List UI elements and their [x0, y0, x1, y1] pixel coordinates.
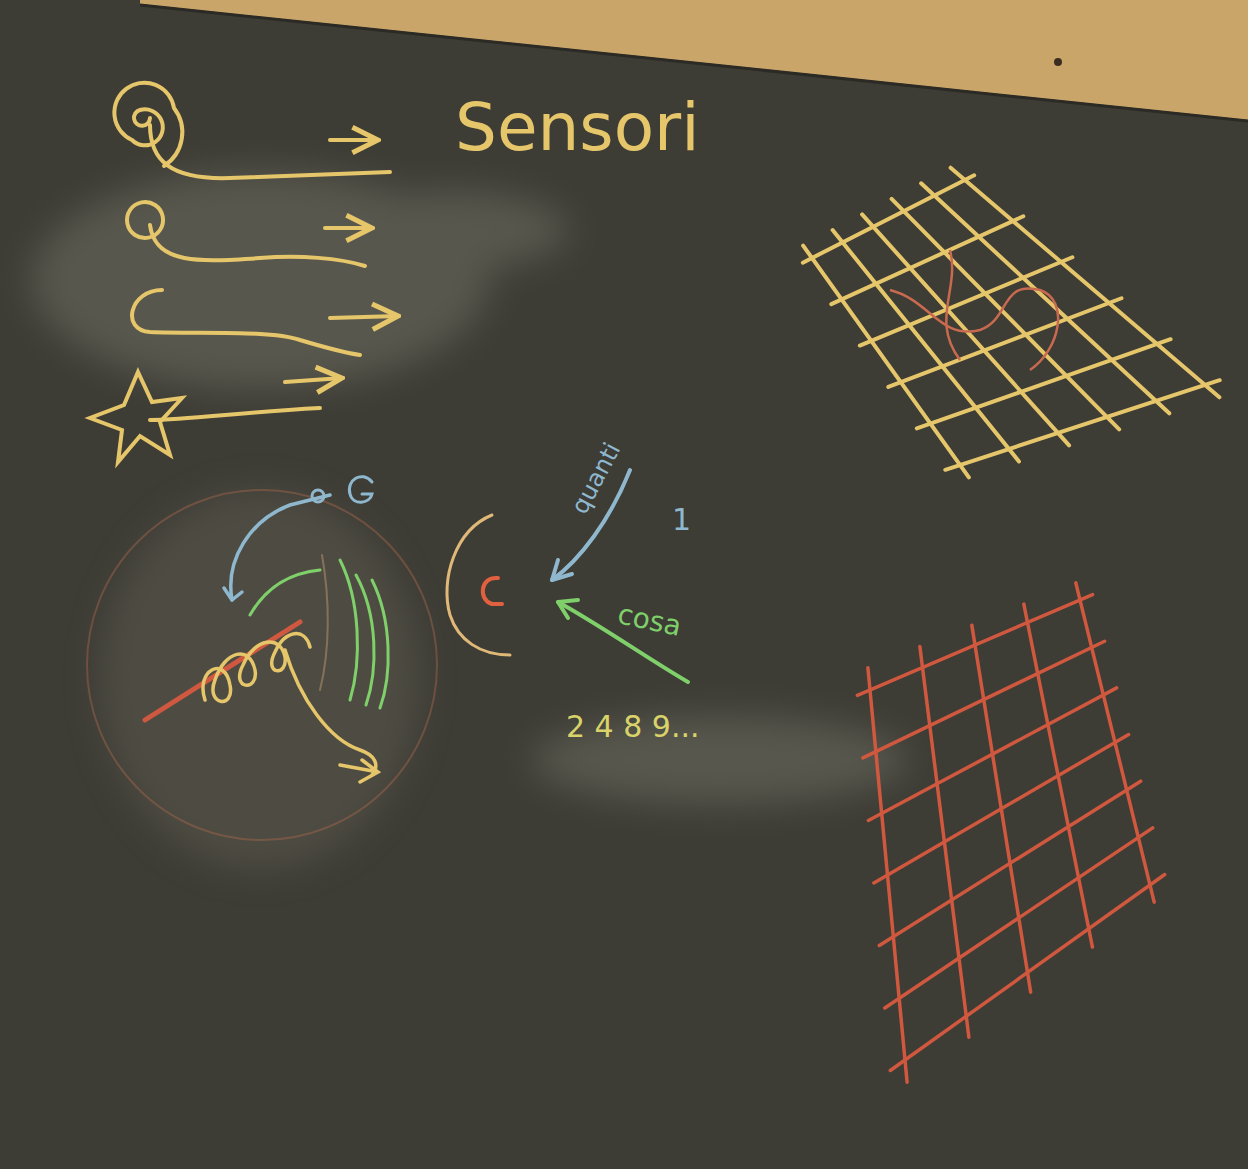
grid-line [885, 828, 1153, 1008]
sensor-symbols [90, 83, 398, 462]
grid-line [921, 183, 1169, 413]
grid-sketches [803, 168, 1220, 1082]
grid-line [857, 595, 1092, 696]
grid-line [863, 641, 1105, 758]
grid-line [874, 735, 1129, 883]
yellow-grid [803, 168, 1220, 478]
coil-figure [145, 477, 388, 782]
grid-line [888, 298, 1121, 387]
callout-number: 1 [672, 505, 691, 535]
heading: Sensori [455, 95, 700, 161]
grid-line [945, 380, 1219, 470]
grid-line [868, 688, 1116, 821]
sensor-target [447, 470, 688, 682]
faint-circle [87, 490, 437, 840]
eraser-smudge [30, 170, 910, 870]
grid-line [951, 168, 1220, 398]
grid-line [890, 875, 1164, 1071]
red-squiggle [890, 250, 1058, 370]
wood-knot [1054, 58, 1062, 66]
number-sequence: 2 4 8 9... [566, 712, 700, 742]
red-grid [857, 583, 1164, 1082]
